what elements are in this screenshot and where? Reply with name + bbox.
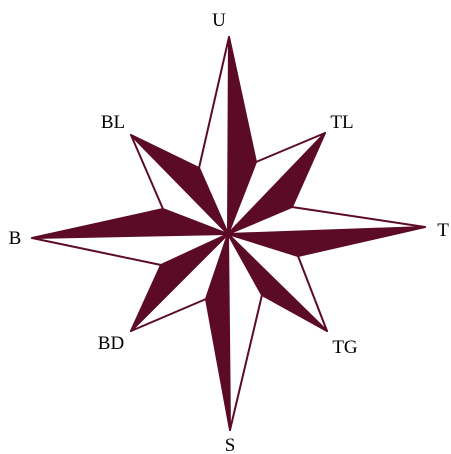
label-north: U — [212, 10, 226, 31]
compass-star — [32, 37, 425, 430]
label-west: B — [9, 228, 22, 249]
label-northeast: TL — [330, 112, 353, 133]
label-southeast: TG — [332, 337, 358, 358]
label-south: S — [225, 435, 236, 454]
label-east: T — [437, 220, 449, 241]
label-northwest: BL — [101, 112, 125, 133]
label-southwest: BD — [98, 333, 124, 354]
